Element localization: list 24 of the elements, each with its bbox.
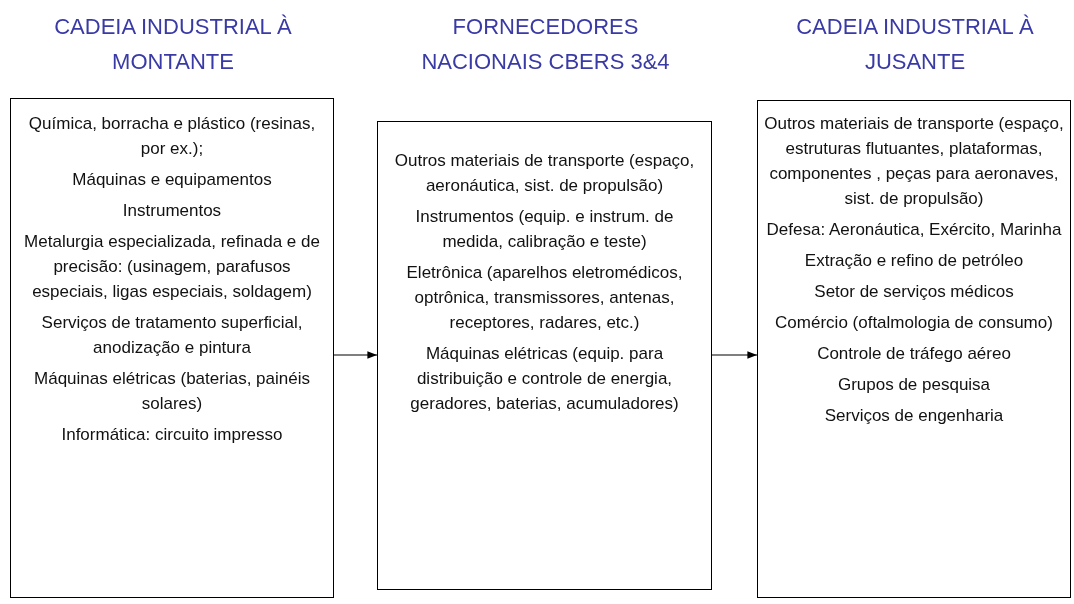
list-item: Comércio (oftalmologia de consumo) [774, 312, 1054, 334]
column-heading: FORNECEDORES NACIONAIS CBERS 3&4 [420, 13, 671, 76]
list-item: Informática: circuito impresso [60, 424, 284, 446]
list-item: Setor de serviços médicos [813, 281, 1015, 303]
list-item: Eletrônica (aparelhos eletromédicos, optrônica, transmissores, antenas, receptores, radares, etc.) [405, 262, 684, 334]
list-item: Máquinas elétricas (baterias, painéis solares) [33, 368, 311, 415]
list-item: Química, borracha e plástico (resinas, por ex.); [27, 113, 317, 160]
list-item: Metalurgia especializada, refinada e de precisão: (usinagem, parafusos especiais, ligas especiais, soldagem) [23, 231, 321, 303]
list-item: Defesa: Aeronáutica, Exército, Marinha [765, 219, 1063, 241]
list-item: Instrumentos [121, 200, 223, 222]
list-item: Extração e refino de petróleo [803, 250, 1025, 272]
arrow [711, 351, 758, 359]
arrow [333, 351, 378, 359]
list-item: Serviços de engenharia [823, 405, 1005, 427]
list-item: Controle de tráfego aéreo [816, 343, 1012, 365]
column-heading: CADEIA INDUSTRIAL À MONTANTE [53, 13, 293, 76]
column-heading: CADEIA INDUSTRIAL À JUSANTE [795, 13, 1035, 76]
list-item: Outros materiais de transporte (espaço, aeronáutica, sist. de propulsão) [393, 150, 696, 197]
list-item: Máquinas e equipamentos [71, 169, 273, 191]
list-item: Serviços de tratamento superficial, anodização e pintura [40, 312, 304, 359]
list-item: Máquinas elétricas (equip. para distribuição e controle de energia, geradores, baterias, acumuladores) [409, 343, 680, 415]
list-item: Outros materiais de transporte (espaço, estruturas flutuantes, plataformas, componentes , peças para aeronaves, sist. de propulsão) [764, 113, 1064, 210]
list-item: Grupos de pesquisa [836, 374, 992, 396]
list-item: Instrumentos (equip. e instrum. de medida, calibração e teste) [414, 206, 675, 253]
